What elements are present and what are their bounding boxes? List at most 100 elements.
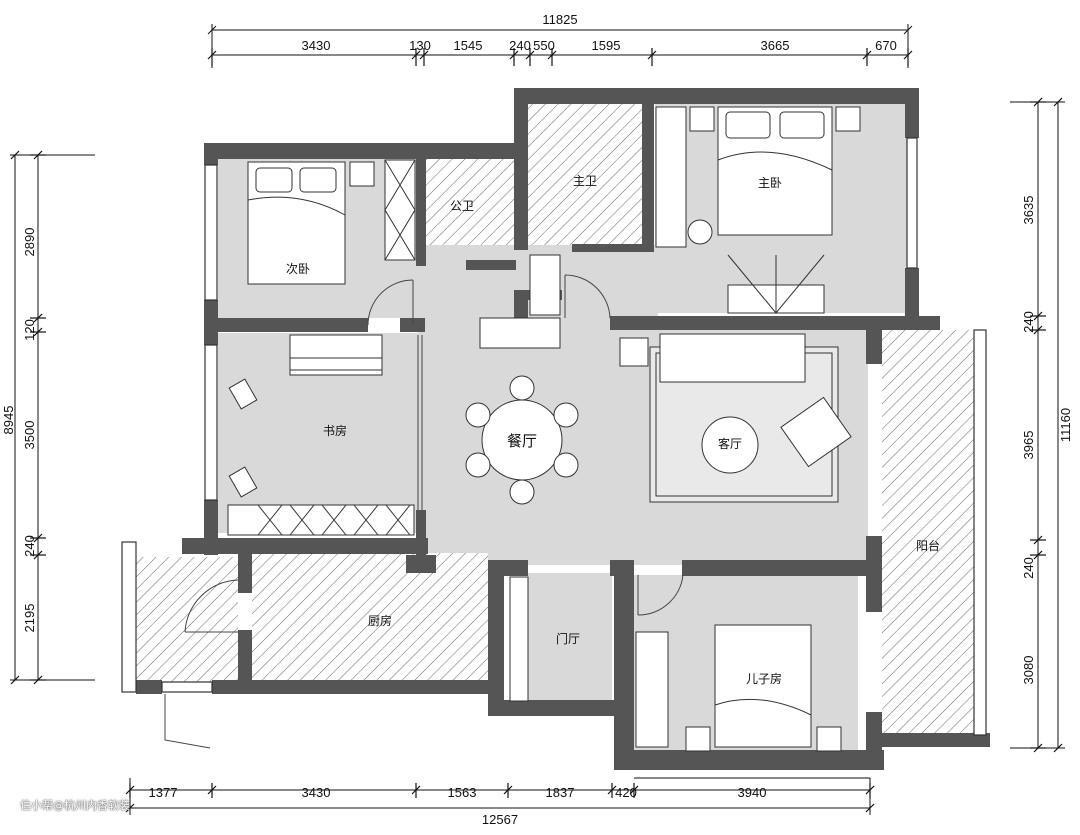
dim-left-4: 240 xyxy=(22,535,37,557)
wall xyxy=(204,143,514,159)
dim-top-8: 670 xyxy=(875,38,897,53)
wall xyxy=(866,712,882,770)
dim-right-total: 11160 xyxy=(1058,408,1073,442)
wall xyxy=(614,560,634,770)
dim-left-2: 120 xyxy=(22,319,37,341)
dining-chair xyxy=(509,479,535,505)
dim-top-7: 3665 xyxy=(761,38,790,53)
door-swing xyxy=(184,579,239,633)
window xyxy=(906,137,918,269)
room-label-kitchen: 厨房 xyxy=(368,613,392,628)
dim-top-total: 11825 xyxy=(542,12,577,27)
dim-top-3: 1545 xyxy=(454,38,483,53)
tea-table xyxy=(619,337,649,367)
wardrobe xyxy=(635,631,669,748)
dim-bottom-3: 1563 xyxy=(448,785,477,800)
door-swing xyxy=(564,274,611,319)
wall xyxy=(882,733,990,747)
chair xyxy=(228,466,258,498)
bed-cover xyxy=(714,698,812,716)
lamp xyxy=(689,106,715,132)
wall xyxy=(136,680,162,694)
pillow xyxy=(255,167,293,193)
dim-tick xyxy=(865,803,875,813)
dim-right-3: 3965 xyxy=(1021,431,1036,460)
wall xyxy=(682,560,882,576)
dim-top-5: 550 xyxy=(533,38,555,53)
wardrobe xyxy=(384,159,416,261)
dining-chair xyxy=(553,402,579,428)
pillow xyxy=(725,111,771,139)
dim-bottom-total: 12567 xyxy=(482,812,518,827)
dim-top-2: 130 xyxy=(409,38,431,53)
door-swing xyxy=(367,279,414,326)
wall xyxy=(514,88,528,250)
wardrobe xyxy=(655,106,687,248)
wall xyxy=(614,750,884,770)
dim-left-5: 2195 xyxy=(22,604,37,633)
window xyxy=(161,681,213,693)
door-swing xyxy=(637,574,684,616)
furniture xyxy=(227,106,861,752)
room-label-public-bath: 公卫 xyxy=(450,199,474,213)
dining-chair xyxy=(465,402,491,428)
wall xyxy=(488,700,614,716)
bed xyxy=(714,624,812,748)
dim-tick xyxy=(10,150,20,160)
wall xyxy=(514,88,919,104)
window xyxy=(204,164,218,301)
dimensions xyxy=(10,24,1065,815)
wall xyxy=(238,553,252,593)
dimension-labels: 11825 3430 130 1545 240 550 1595 3665 67… xyxy=(1,12,1073,827)
wall xyxy=(182,538,428,554)
balcony-floor xyxy=(882,330,974,735)
room-label-second-bedroom: 次卧 xyxy=(286,262,310,276)
wall xyxy=(488,560,504,700)
dim-right-4: 240 xyxy=(1021,557,1036,579)
room-label-foyer: 门厅 xyxy=(556,631,580,646)
room-labels: 次卧 公卫 主卫 主卧 书房 餐厅 客厅 阳台 厨房 门厅 儿子房 xyxy=(286,174,940,686)
tv-lines xyxy=(727,254,825,314)
dimension-ticks xyxy=(10,48,1063,813)
counter xyxy=(479,317,561,349)
windows xyxy=(121,137,987,736)
dim-top-4: 240 xyxy=(509,38,531,53)
dim-right-2: 240 xyxy=(1021,311,1036,333)
lamp xyxy=(349,161,375,187)
dim-bottom-4: 1837 xyxy=(546,785,575,800)
foyer-floor xyxy=(528,573,612,703)
chair xyxy=(687,219,713,245)
wall xyxy=(610,316,940,330)
lamp xyxy=(816,726,842,752)
cabinet-cross xyxy=(257,504,411,536)
room-label-son-room: 儿子房 xyxy=(746,671,782,686)
coffee-table xyxy=(701,416,759,474)
piano-keys xyxy=(289,357,383,371)
pillow xyxy=(779,111,825,139)
dining-chair xyxy=(509,375,535,401)
dim-bottom-5: 420 xyxy=(615,785,637,800)
bed-cover xyxy=(717,151,833,171)
wardrobe-cross xyxy=(384,159,416,261)
lamp xyxy=(835,106,861,132)
wall xyxy=(866,328,882,364)
dim-tick xyxy=(10,675,20,685)
cabinet xyxy=(227,504,415,536)
doors xyxy=(164,274,684,749)
window xyxy=(973,329,987,736)
dim-top-6: 1595 xyxy=(592,38,621,53)
dim-tick xyxy=(125,803,135,813)
door-swing xyxy=(164,694,211,749)
chair xyxy=(228,378,258,410)
wall xyxy=(905,268,919,328)
wall xyxy=(905,88,919,138)
wall xyxy=(212,680,502,694)
kitchen-floor xyxy=(252,553,488,681)
shelf xyxy=(529,254,561,316)
room-label-master-bedroom: 主卧 xyxy=(758,176,782,190)
dim-bottom-2: 3430 xyxy=(302,785,331,800)
watermark: 住小帮@杭州内香软装 xyxy=(20,799,130,812)
sofa xyxy=(659,333,806,383)
pillow xyxy=(299,167,337,193)
